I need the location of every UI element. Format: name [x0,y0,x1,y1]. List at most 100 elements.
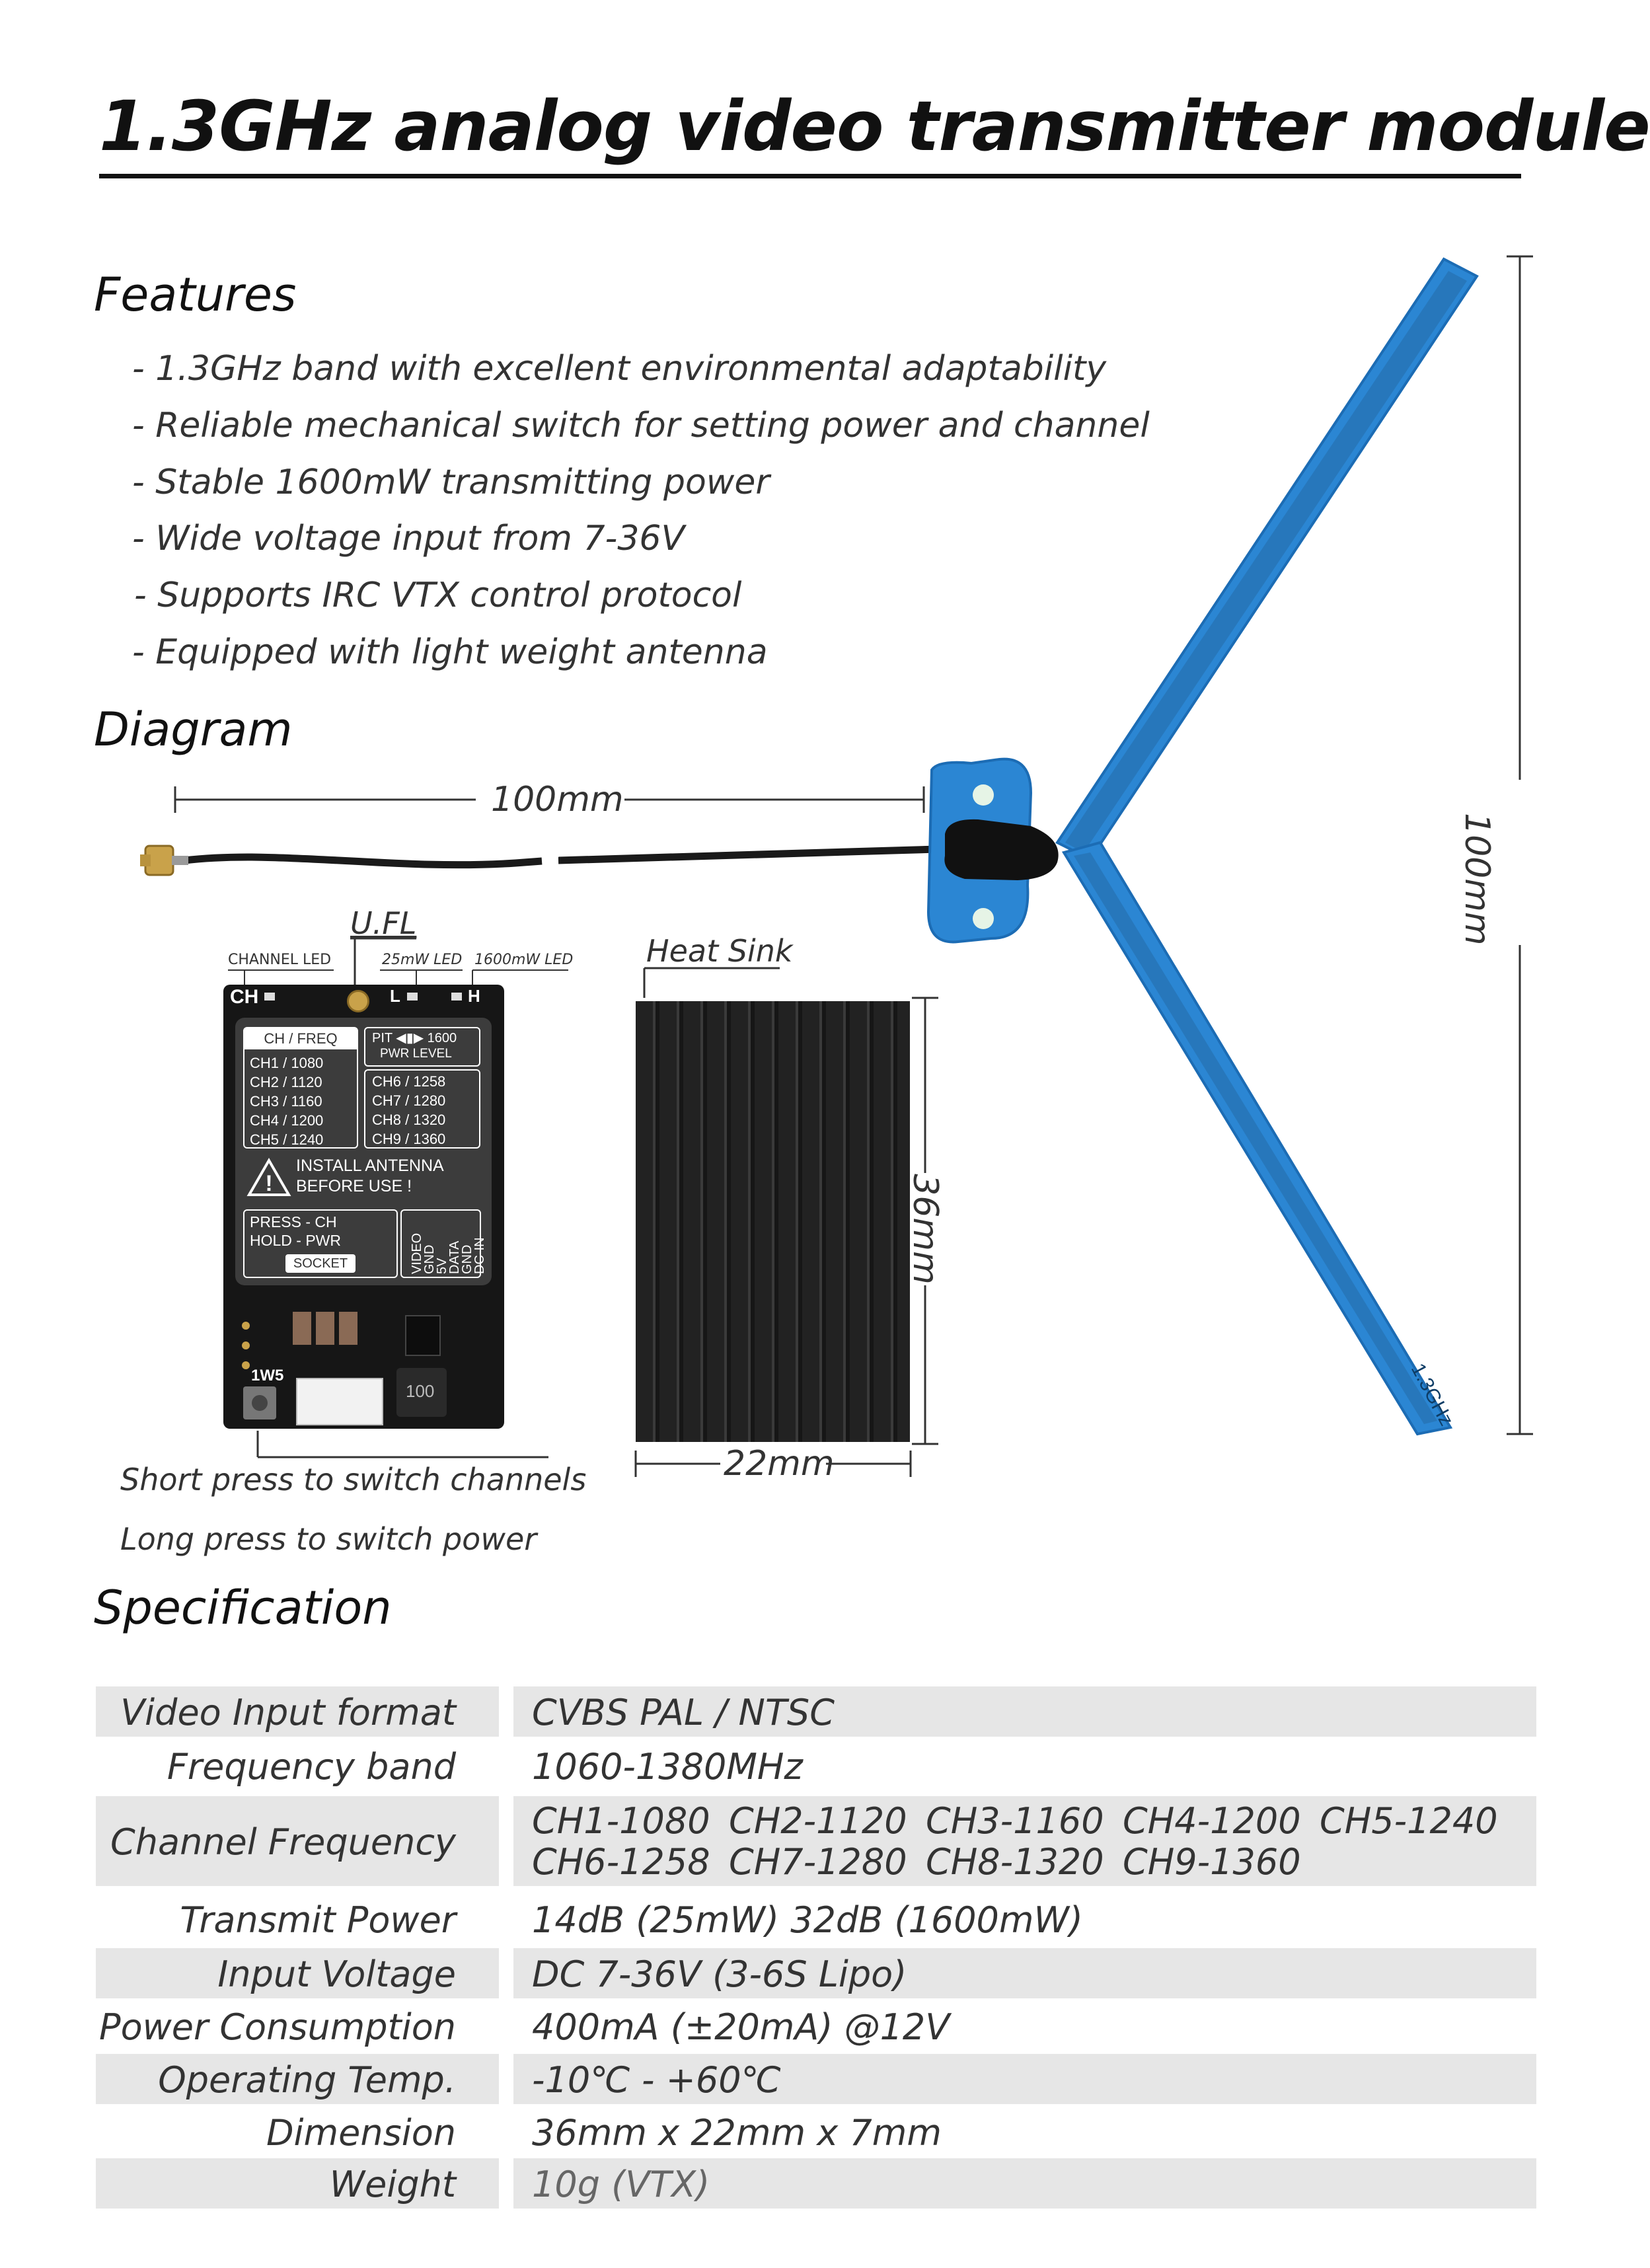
solder-pad [242,1322,250,1330]
spec-value: DC 7-36V (3-6S Lipo) [532,1953,907,1995]
channel-entry: CH8 / 1320 [372,1112,446,1128]
h-led-mark: H [468,986,480,1006]
spec-row: Dimension 36mm x 22mm x 7mm [96,2107,1536,2157]
power-level-switch: PIT ◀▮▶ 1600 [372,1031,457,1045]
channel-frequency-item: CH9-1360 [1123,1841,1301,1883]
page-title: 1.3GHz analog video transmitter module [99,86,1650,167]
antenna-height-label: 100mm [1457,813,1497,946]
sink-width-label: 22mm [724,1444,835,1484]
features-heading: Features [94,268,297,322]
led-25mw [407,993,418,1001]
spec-label: Frequency band [167,1746,456,1788]
ufl-socket [347,990,369,1012]
channel-entry: CH7 / 1280 [372,1092,446,1109]
spec-row: Channel Frequency CH1-1080 CH2-1120 CH3-11… [96,1796,1536,1886]
spec-value: 400mA (±20mA) @12V [532,2006,950,2048]
spec-row: Video Input format CVBS PAL / NTSC [96,1686,1536,1737]
feature-item: - 1.3GHz band with excellent environment… [132,349,1107,389]
pinout-labels: VIDEO GND 5V DATA GND DC-IN [410,1208,487,1274]
ch-freq-header: CH / FREQ [244,1028,357,1049]
channel-power-button[interactable] [243,1386,276,1419]
capacitor [339,1312,357,1345]
pinout-box: VIDEO GND 5V DATA GND DC-IN [400,1209,487,1278]
channel-frequency-item: CH1-1080 [532,1800,710,1842]
spec-row: Input Voltage DC 7-36V (3-6S Lipo) [96,1948,1536,1998]
feature-item: - Stable 1600mW transmitting power [132,463,770,502]
channel-frequency-item: CH8-1320 [926,1841,1104,1883]
spec-row: Power Consumption 400mA (±20mA) @12V [96,2001,1536,2051]
l-led-mark: L [390,986,400,1006]
install-warning-line2: BEFORE USE ! [296,1177,412,1195]
capacitor [293,1312,311,1345]
title-divider [99,174,1521,178]
press-ch-text: PRESS - CH [250,1213,337,1230]
ch-led-mark: CH [230,986,259,1008]
svg-text:!: ! [265,1171,272,1196]
solder-pad [242,1342,250,1349]
feature-item: - Supports IRC VTX control protocol [134,576,742,615]
spec-label: Power Consumption [99,2006,456,2048]
channel-frequency-item: CH3-1160 [926,1800,1104,1842]
long-press-note: Long press to switch power [120,1521,537,1557]
hold-pwr-text: HOLD - PWR [250,1232,341,1249]
spec-value: 1060-1380MHz [532,1746,803,1788]
module-label: CH / FREQ CH1 / 1080 CH2 / 1120 CH3 / 11… [235,1018,492,1285]
led-1600mw [451,993,462,1001]
solder-pad [242,1361,250,1369]
channel-frequency-item: CH6-1258 [532,1841,710,1883]
antenna-diagram: 1.3GHz [140,255,1533,1477]
power-level-box: PIT ◀▮▶ 1600 PWR LEVEL [364,1027,480,1067]
channels-left: CH1 / 1080 CH2 / 1120 CH3 / 1160 CH4 / 1… [250,1053,323,1149]
spec-label: Input Voltage [217,1953,456,1995]
spec-value: 14dB (25mW) 32dB (1600mW) [532,1899,1083,1941]
vtx-module: CH L H CH / FREQ CH1 / 1080 CH2 / 1120 C… [223,985,504,1429]
ufl-label: U.FL [350,905,417,941]
led-25mw-label: 25mW LED [382,952,463,968]
spec-label: Weight [329,2164,456,2205]
spec-label: Channel Frequency [110,1821,456,1863]
inductor-label: 100 [406,1381,435,1401]
channel-frequency-item: CH5-1240 [1320,1800,1498,1842]
channels-right: CH6 / 1258 CH7 / 1280 CH8 / 1320 CH9 / 1… [372,1072,445,1149]
sink-height-label: 36mm [905,1174,945,1285]
cable-length-label: 100mm [491,780,624,819]
spec-row: Frequency band 1060-1380MHz [96,1741,1536,1791]
spec-label: Operating Temp. [158,2059,456,2101]
heat-sink-fins [636,1001,910,1442]
feature-item: - Wide voltage input from 7-36V [132,519,685,558]
spec-row: Transmit Power 14dB (25mW) 32dB (1600mW) [96,1894,1536,1944]
warning-icon: ! [246,1157,291,1196]
channel-table-right-box: CH6 / 1258 CH7 / 1280 CH8 / 1320 CH9 / 1… [364,1069,480,1149]
install-warning-line1: INSTALL ANTENNA [296,1156,444,1175]
channel-led-label: CHANNEL LED [228,952,332,968]
channel-led [264,993,275,1001]
specification-heading: Specification [94,1581,392,1635]
ufl-connector [140,845,188,876]
spec-value: 36mm x 22mm x 7mm [532,2112,942,2154]
diagram-heading: Diagram [94,702,293,757]
inductor: 100 [396,1368,447,1417]
spec-label: Video Input format [120,1692,456,1733]
channel-entry: CH9 / 1360 [372,1131,446,1147]
feature-item: - Equipped with light weight antenna [132,632,768,672]
spec-label: Dimension [266,2112,456,2154]
model-mark: 1W5 [251,1367,284,1384]
button-instructions-box: PRESS - CH HOLD - PWR SOCKET [243,1209,398,1278]
spec-label: Transmit Power [180,1899,456,1941]
channel-entry: CH6 / 1258 [372,1073,446,1090]
short-press-note: Short press to switch channels [120,1462,587,1497]
spec-value: 10g (VTX) [532,2164,710,2205]
channel-entry: CH5 / 1240 [250,1131,324,1148]
channel-frequency-item: CH2-1120 [729,1800,907,1842]
power-level-title: PWR LEVEL [380,1047,452,1061]
channel-table-box: CH / FREQ CH1 / 1080 CH2 / 1120 CH3 / 11… [243,1027,358,1149]
pin-label: DC-IN [472,1237,487,1274]
spec-row: Operating Temp. -10℃ - +60℃ [96,2054,1536,2104]
antenna: 1.3GHz [926,257,1479,1436]
spec-value: -10℃ - +60℃ [532,2059,782,2101]
connector-socket [296,1378,383,1425]
led-1600mw-label: 1600mW LED [474,952,574,968]
coax-cable [184,845,939,874]
